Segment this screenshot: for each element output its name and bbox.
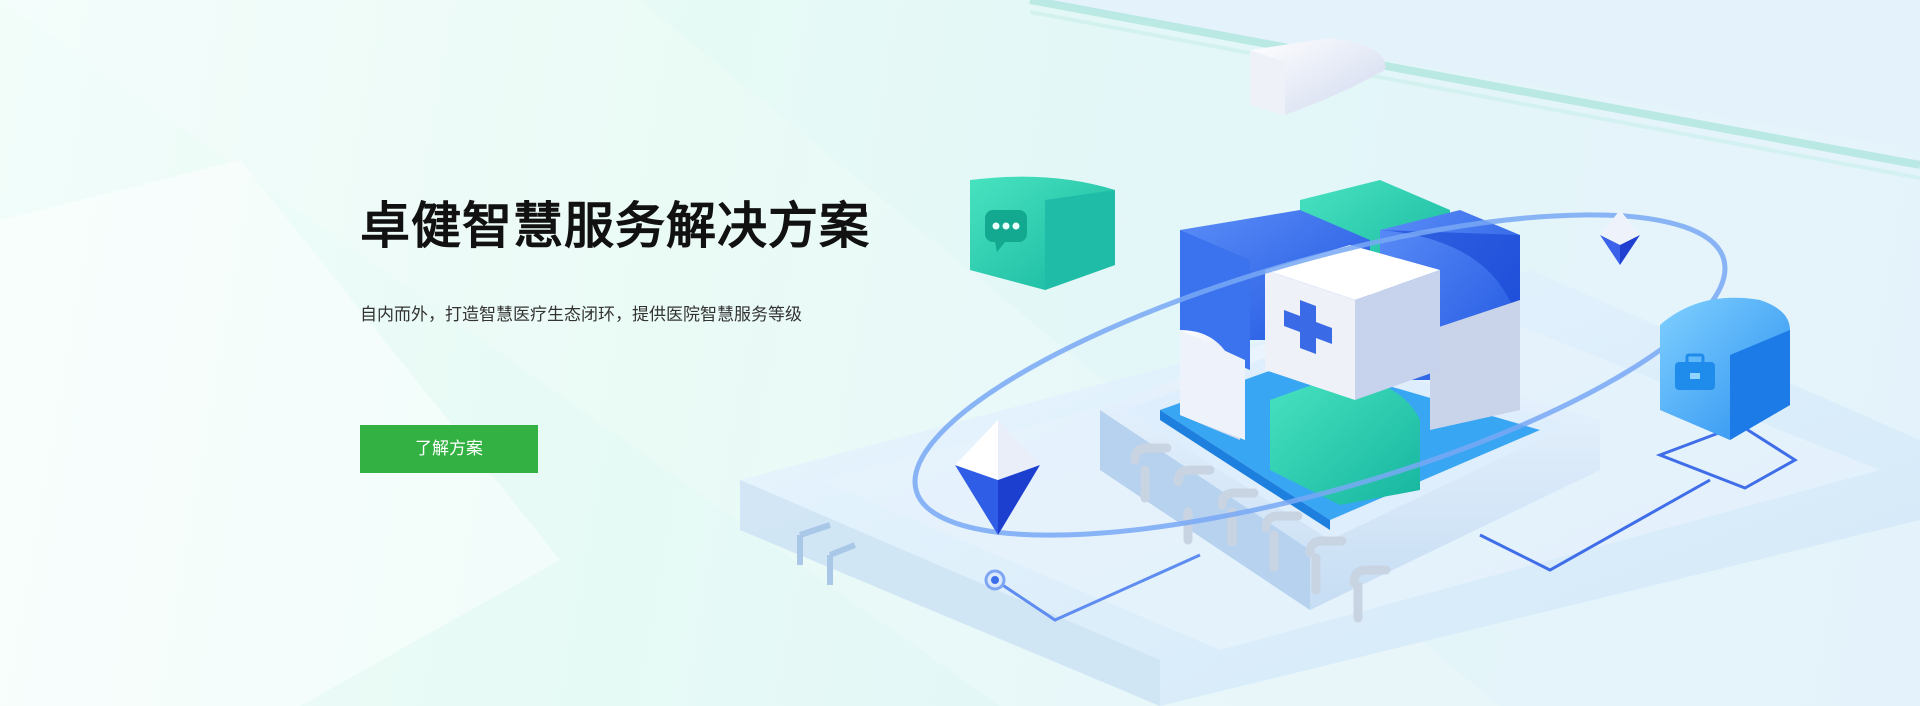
learn-solution-button[interactable]: 了解方案 (360, 425, 538, 473)
hero-text-block: 卓健智慧服务解决方案 自内而外，打造智慧医疗生态闭环，提供医院智慧服务等级 了解… (360, 195, 1060, 473)
chat-cube (970, 176, 1115, 290)
briefcase-icon (1675, 353, 1715, 390)
briefcase-cube (1660, 297, 1790, 440)
hero-title: 卓健智慧服务解决方案 (360, 197, 870, 255)
medical-cross-icon (1284, 300, 1332, 354)
hero-subtitle: 自内而外，打造智慧医疗生态闭环，提供医院智慧服务等级 (360, 305, 802, 325)
chat-bubble-icon (985, 210, 1027, 252)
